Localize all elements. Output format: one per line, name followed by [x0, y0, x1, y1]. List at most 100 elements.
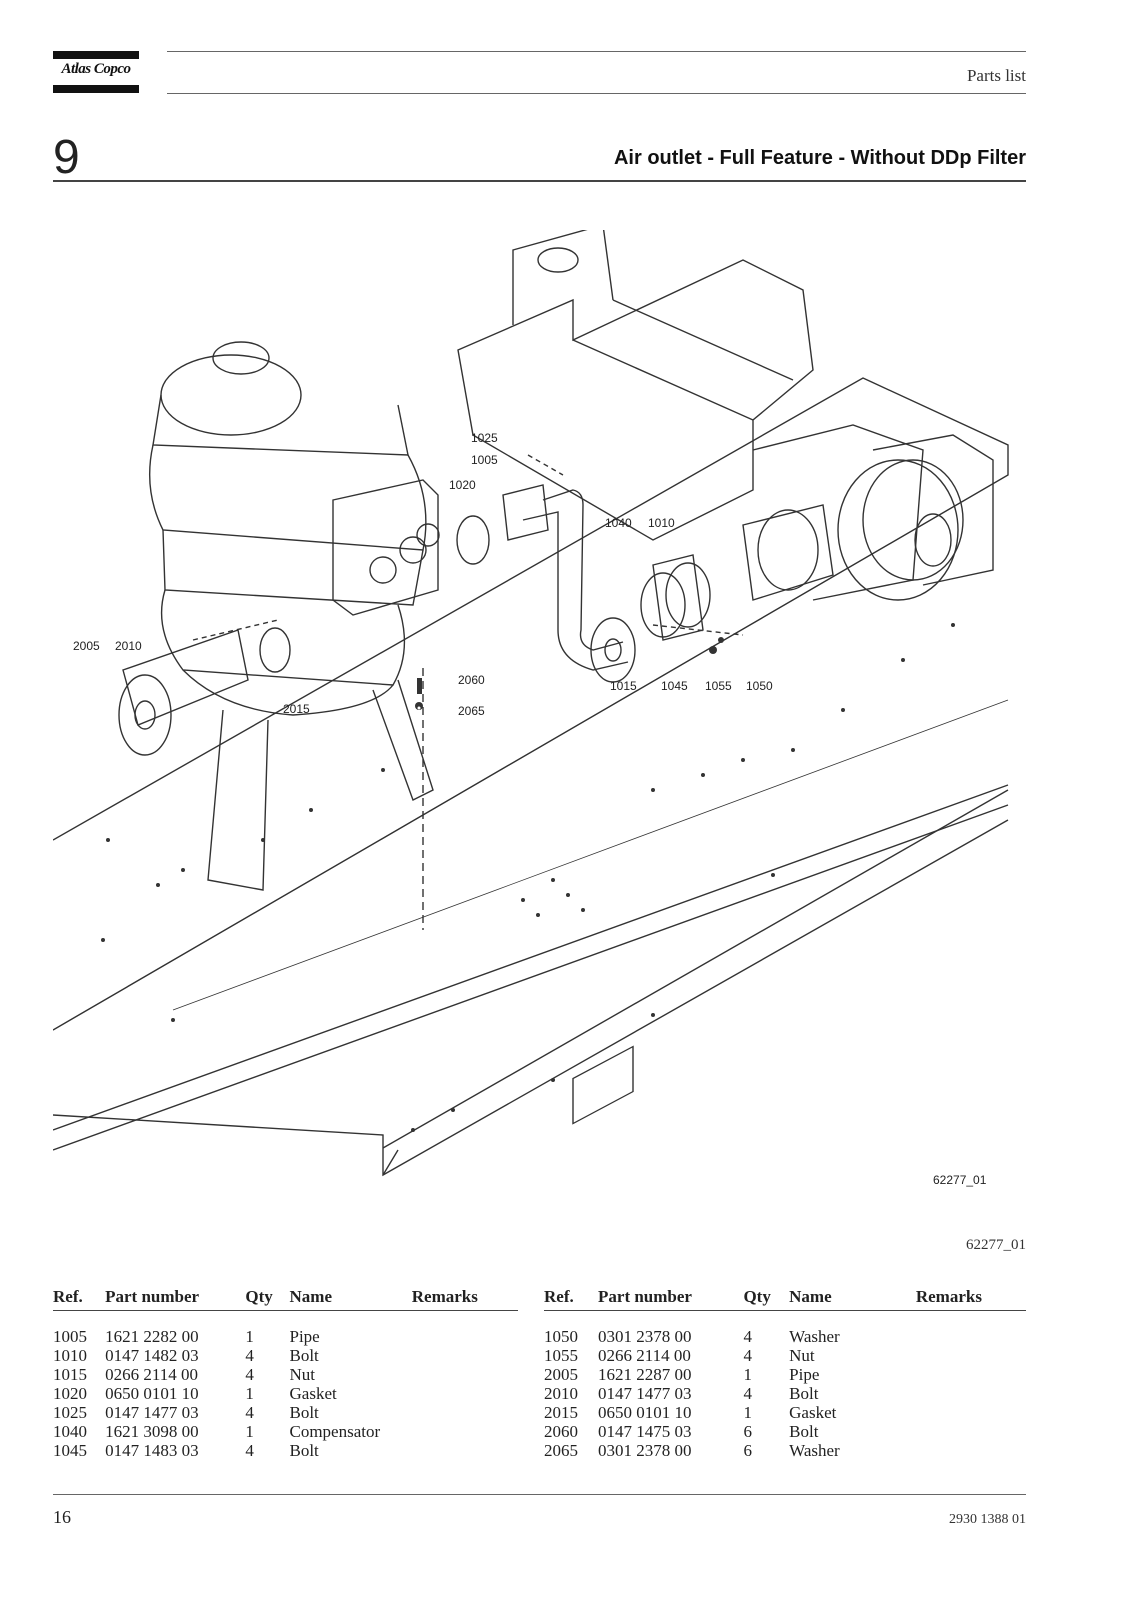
cell-remarks [412, 1441, 518, 1460]
cell-ref: 2065 [544, 1441, 578, 1460]
cell-ref: 2060 [544, 1422, 578, 1441]
cell-ref: 2015 [544, 1403, 578, 1422]
col-name: Name [289, 1287, 412, 1311]
callout-1005: 1005 [471, 453, 498, 467]
cell-remarks [916, 1346, 1026, 1365]
callout-2065: 2065 [458, 704, 485, 718]
callout-2005: 2005 [73, 639, 100, 653]
cell-name: Pipe [289, 1327, 320, 1346]
cell-part: 1621 3098 00 [105, 1422, 199, 1441]
cell-name: Compensator [289, 1422, 381, 1441]
col-part-number: Part number [105, 1287, 246, 1311]
cell-name: Bolt [789, 1384, 819, 1403]
cell-part: 0301 2378 00 [598, 1441, 692, 1460]
cell-name: Gasket [289, 1384, 337, 1403]
col-ref: Ref. [544, 1287, 599, 1311]
table-row: 2010 0147 1477 03 4 Bolt [544, 1384, 1026, 1403]
cell-qty: 1 [743, 1365, 752, 1384]
col-remarks: Remarks [411, 1287, 518, 1311]
cell-remarks [412, 1422, 518, 1441]
cell-ref: 1055 [544, 1346, 578, 1365]
cell-ref: 1050 [544, 1327, 578, 1346]
table-row: 1050 0301 2378 00 4 Washer [544, 1311, 1026, 1347]
callout-1020: 1020 [449, 478, 476, 492]
page-number: 16 [53, 1507, 71, 1527]
section-rule [53, 180, 1026, 182]
logo-bar-bottom [53, 85, 139, 93]
cell-qty: 6 [743, 1422, 752, 1441]
callout-1015: 1015 [610, 679, 637, 693]
cell-qty: 4 [743, 1346, 752, 1365]
cell-remarks [412, 1384, 518, 1403]
cell-qty: 1 [245, 1422, 254, 1441]
cell-remarks [916, 1422, 1026, 1441]
table-header-row: Ref. Part number Qty Name Remarks [53, 1287, 518, 1311]
parts-table-left: Ref. Part number Qty Name Remarks 1005 16… [53, 1287, 518, 1460]
col-name: Name [789, 1287, 916, 1311]
cell-ref: 1025 [53, 1403, 87, 1422]
cell-part: 0650 0101 10 [598, 1403, 692, 1422]
cell-part: 0147 1477 03 [598, 1384, 692, 1403]
cell-name: Bolt [789, 1422, 819, 1441]
cell-ref: 1015 [53, 1365, 87, 1384]
cell-remarks [412, 1403, 518, 1422]
cell-name: Nut [789, 1346, 815, 1365]
figure-id: 62277_01 [966, 1237, 1026, 1253]
cell-qty: 4 [245, 1441, 254, 1460]
cell-part: 0147 1475 03 [598, 1422, 692, 1441]
cell-ref: 1040 [53, 1422, 87, 1441]
brand-logo: Atlas Copco [53, 51, 139, 93]
cell-part: 1621 2287 00 [598, 1365, 692, 1384]
callout-1045: 1045 [661, 679, 688, 693]
cell-name: Washer [789, 1327, 840, 1346]
document-number: 2930 1388 01 [949, 1512, 1026, 1527]
col-remarks: Remarks [915, 1287, 1026, 1311]
callout-1040: 1040 [605, 516, 632, 530]
table-header-row: Ref. Part number Qty Name Remarks [544, 1287, 1026, 1311]
cell-remarks [916, 1384, 1026, 1403]
cell-remarks [412, 1365, 518, 1384]
cell-name: Bolt [289, 1403, 319, 1422]
cell-name: Pipe [789, 1365, 820, 1384]
cell-ref: 1045 [53, 1441, 87, 1460]
logo-bar-top [53, 51, 139, 59]
cell-ref: 1020 [53, 1384, 87, 1403]
cell-qty: 4 [245, 1365, 254, 1384]
cell-part: 0266 2114 00 [105, 1365, 198, 1384]
callout-1010: 1010 [648, 516, 675, 530]
table-row: 1040 1621 3098 00 1 Compensator [53, 1422, 518, 1441]
figure-id-inner: 62277_01 [933, 1173, 987, 1187]
cell-part: 0301 2378 00 [598, 1327, 692, 1346]
cell-remarks [412, 1346, 518, 1365]
cell-ref: 1005 [53, 1327, 87, 1346]
cell-remarks [916, 1403, 1026, 1422]
cell-qty: 4 [743, 1327, 752, 1346]
cell-part: 1621 2282 00 [105, 1327, 199, 1346]
table-row: 2060 0147 1475 03 6 Bolt [544, 1422, 1026, 1441]
col-qty: Qty [245, 1287, 290, 1311]
cell-qty: 4 [245, 1346, 254, 1365]
cell-remarks [916, 1365, 1026, 1384]
footer-rule [53, 1494, 1026, 1495]
cell-qty: 1 [245, 1327, 254, 1346]
section-number: 9 [53, 131, 80, 184]
cell-qty: 6 [743, 1441, 752, 1460]
cell-ref: 1010 [53, 1346, 87, 1365]
callout-2015: 2015 [283, 702, 310, 716]
callout-1055: 1055 [705, 679, 732, 693]
cell-qty: 4 [743, 1384, 752, 1403]
cell-name: Nut [289, 1365, 316, 1384]
cell-name: Bolt [289, 1441, 319, 1460]
cell-ref: 2010 [544, 1384, 578, 1403]
cell-qty: 4 [245, 1403, 254, 1422]
table-row: 1015 0266 2114 00 4 Nut [53, 1365, 518, 1384]
exploded-drawing: 1025 1005 1020 1040 1010 2005 2010 2060 … [53, 230, 1009, 1187]
cell-qty: 1 [245, 1384, 254, 1403]
